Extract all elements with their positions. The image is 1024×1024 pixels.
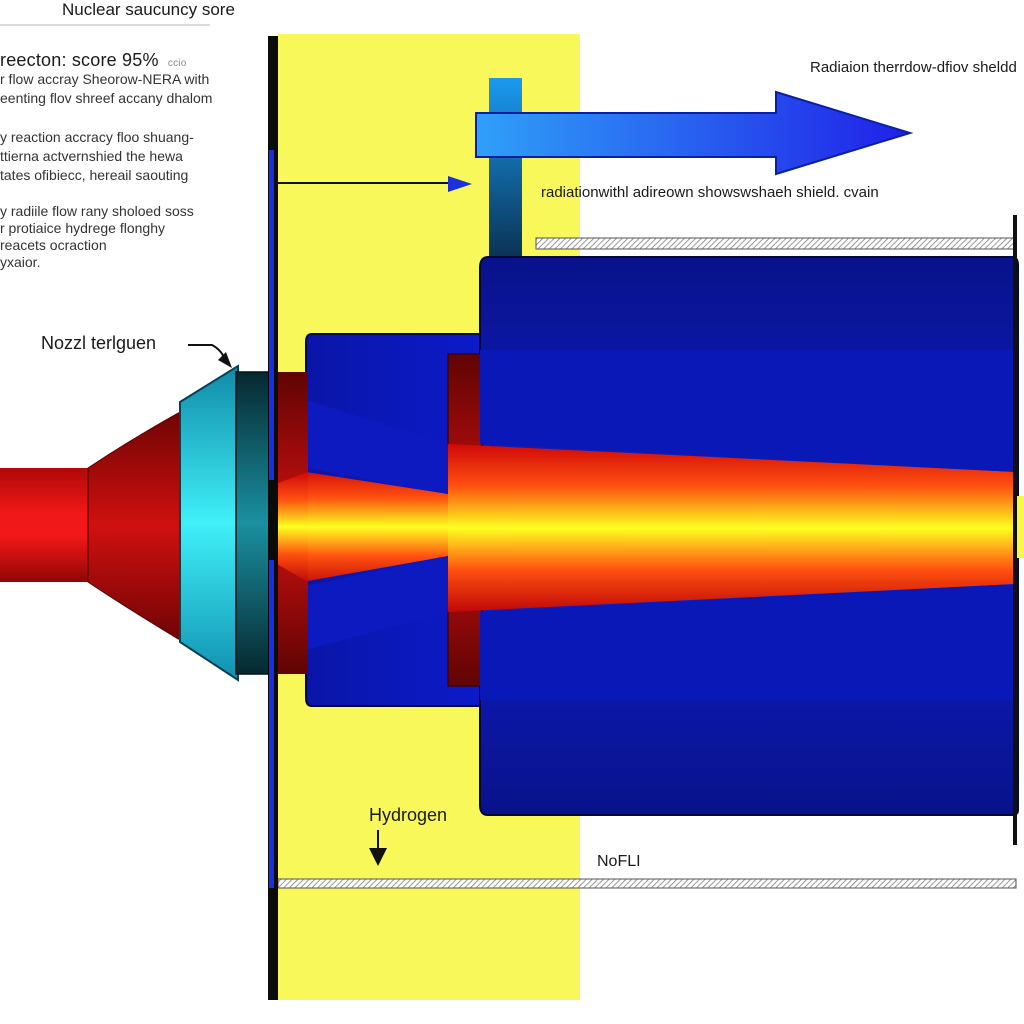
note-line: yxaior. — [0, 254, 41, 270]
note-line: y radiile flow rany sholoed soss — [0, 203, 194, 219]
note-line: ttierna actvernshied the hewa — [0, 148, 183, 164]
score-text: reecton: score 95% — [0, 50, 159, 70]
hydrogen-label: Hydrogen — [369, 805, 448, 825]
inlet-cone — [87, 411, 181, 641]
exhaust-flame-narrow — [280, 468, 448, 586]
shield-plate-blue-lower — [269, 560, 274, 888]
nozzle-ring — [179, 364, 239, 682]
note-line: r flow accray Sheorow-NERA with — [0, 71, 210, 87]
page-title: Nuclear saucuncy sore — [62, 0, 235, 19]
top-rail — [535, 237, 1017, 250]
nozzle-label: Nozzl terlguen — [41, 333, 157, 353]
notes-group-3: y radiile flow rany sholoed soss r proti… — [0, 203, 194, 271]
shield-plate — [268, 36, 278, 1000]
nozzle-pointer-head — [218, 352, 232, 368]
score-tag: ccio — [167, 58, 187, 69]
main-wedge-top — [480, 350, 1016, 472]
note-line: eenting flov shreef accany dhalom — [0, 90, 213, 106]
inlet-pipe — [0, 468, 90, 582]
note-line: reacets ocraction — [0, 237, 107, 253]
radiation-arrow — [475, 90, 914, 176]
right-flame-tip — [1017, 496, 1024, 558]
score-line: reecton: score 95% ccio — [0, 50, 186, 71]
bottom-rail — [277, 878, 1017, 889]
mid-wedge-bottom — [306, 556, 448, 650]
note-line: r protiaice hydrege flonghy — [0, 220, 165, 236]
mid-wedge-top — [306, 400, 448, 494]
radiation-pointer-head — [448, 176, 472, 192]
radiation-note: radiationwithl adireown showswshaeh shie… — [541, 184, 879, 201]
radiation-duct — [489, 78, 522, 262]
shield-plate-blue-upper — [269, 150, 274, 480]
notes-group-2: y reaction accracy floo shuang- ttierna … — [0, 128, 194, 185]
hydrogen-pointer-head — [369, 848, 387, 866]
nozzle-flame-start — [270, 472, 308, 582]
notes-group-1: r flow accray Sheorow-NERA with eenting … — [0, 70, 212, 108]
radiation-title: Radiaion therrdow-dfiov sheldd — [810, 59, 1017, 76]
nozzle-collar — [235, 371, 271, 675]
note-line: y reaction accracy floo shuang- — [0, 129, 194, 145]
bottom-label: NoFLI — [597, 853, 641, 870]
main-wedge-bottom — [480, 584, 1016, 700]
note-line: tates ofibiecc, hereail saouting — [0, 167, 189, 183]
exhaust-flame-wide — [448, 444, 1016, 612]
right-end-plate — [1013, 215, 1017, 845]
